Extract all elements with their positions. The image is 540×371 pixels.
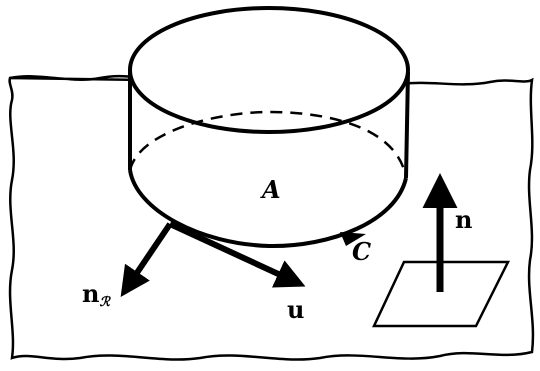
label-curve-c: C: [352, 237, 372, 266]
label-vector-n-r-base: n: [82, 279, 100, 308]
boundary-curve-c: [128, 169, 408, 249]
vector-n-r-arrow: [120, 222, 173, 297]
surface-patch: [372, 260, 511, 328]
cylinder-right-wall: [404, 71, 410, 179]
label-vector-n: n: [455, 205, 473, 234]
label-area-a: A: [262, 175, 281, 204]
label-vector-n-r: nℛ: [82, 279, 110, 310]
cylinder-base-hidden-edge: [128, 110, 408, 179]
label-vector-u: u: [287, 295, 305, 324]
plane-sheet: [8, 74, 535, 361]
label-vector-n-r-subscript: ℛ: [99, 295, 110, 310]
curve-direction-arrow-icon: [340, 232, 366, 246]
vector-u-arrow: [168, 221, 306, 288]
cylinder-top-ellipse: [128, 6, 410, 134]
